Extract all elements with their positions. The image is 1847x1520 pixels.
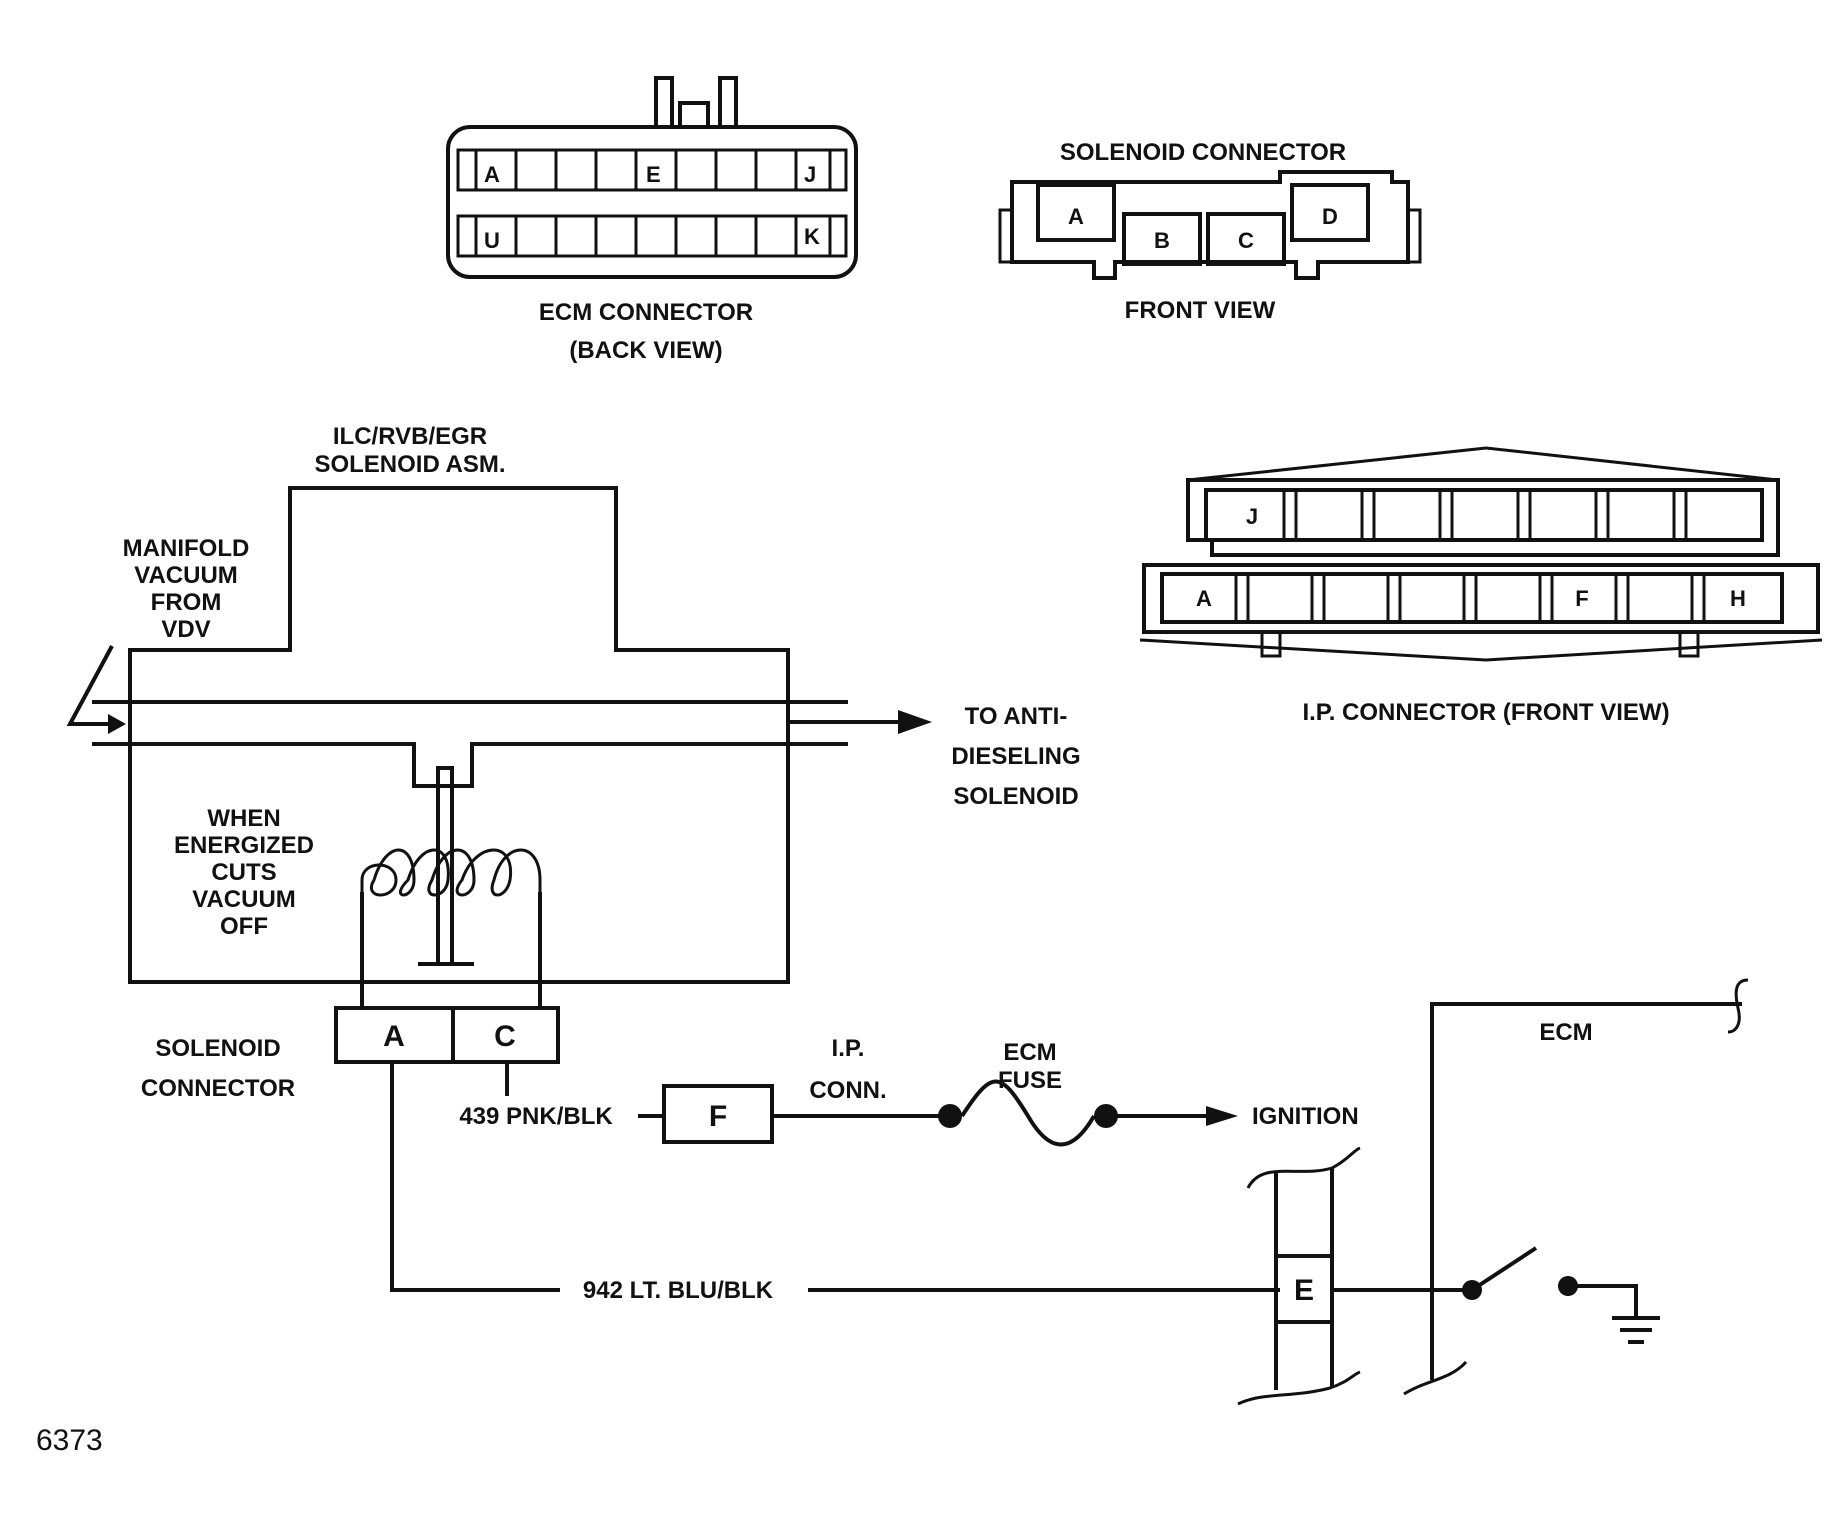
- ecm-pin-j: J: [804, 162, 816, 187]
- ip-connector: J A F H I.P. CONNECTOR (FRONT VIEW): [1139, 446, 1823, 726]
- solenoid-connector-label-line2: CONNECTOR: [141, 1075, 295, 1102]
- outlet-label-line1: TO ANTI-: [965, 703, 1068, 730]
- ecm-connector-label: ECM CONNECTOR: [539, 299, 753, 326]
- ecm-pin-u: U: [484, 228, 500, 253]
- solenoid-view-pin-a: A: [1068, 204, 1084, 229]
- vacuum-label-line2: VACUUM: [134, 562, 238, 589]
- solenoid-pin-c: C: [494, 1020, 516, 1053]
- ecm-pin-a: A: [484, 162, 500, 187]
- outlet-label-line3: SOLENOID: [953, 783, 1078, 810]
- ecm-label: ECM: [1539, 1019, 1592, 1046]
- ip-pin-h: H: [1730, 586, 1746, 611]
- energized-label-line1: WHEN: [207, 805, 280, 832]
- energized-label-line2: ENERGIZED: [174, 832, 314, 859]
- ecm-pin-e-label: E: [1294, 1274, 1314, 1307]
- fuse-terminal-left: [938, 1104, 962, 1128]
- outlet-label-line2: DIESELING: [951, 743, 1080, 770]
- wiring: A C SOLENOID CONNECTOR 439 PNK/BLK F I.P…: [141, 978, 1749, 1406]
- wire-439-label: 439 PNK/BLK: [459, 1103, 613, 1130]
- fuse-label-line2: FUSE: [998, 1067, 1062, 1094]
- solenoid-view-pin-b: B: [1154, 228, 1170, 253]
- ignition-label: IGNITION: [1252, 1103, 1359, 1130]
- ip-conn-label-line1: I.P.: [832, 1035, 865, 1062]
- ip-conn-pin-f: F: [709, 1100, 727, 1133]
- solenoid-assembly-title-line2: SOLENOID ASM.: [314, 451, 505, 478]
- energized-label-line5: OFF: [220, 913, 268, 940]
- solenoid-connector-front-view-label: FRONT VIEW: [1125, 297, 1276, 324]
- energized-label-line3: CUTS: [211, 859, 276, 886]
- solenoid-connector-front-view: SOLENOID CONNECTOR A B C D FRONT VIEW: [998, 139, 1422, 324]
- solenoid-connector-label-line1: SOLENOID: [155, 1035, 280, 1062]
- ecm-pin-k: K: [804, 224, 820, 249]
- solenoid-pin-a: A: [383, 1020, 405, 1053]
- ip-pin-j: J: [1246, 504, 1258, 529]
- figure-number: 6373: [36, 1424, 103, 1457]
- fuse-symbol: [960, 1079, 1096, 1147]
- ground-icon: [1612, 1316, 1660, 1344]
- ecm-pin-e: E: [646, 162, 661, 187]
- ip-connector-label: I.P. CONNECTOR (FRONT VIEW): [1302, 699, 1669, 726]
- switch-arm: [1470, 1246, 1538, 1292]
- ecm-connector-sublabel: (BACK VIEW): [569, 337, 722, 364]
- solenoid-assembly-title-line1: ILC/RVB/EGR: [333, 423, 487, 450]
- ecm-connector: A E J U K ECM CONNECTOR (BACK VIEW): [446, 76, 858, 364]
- ip-pin-a: A: [1196, 586, 1212, 611]
- solenoid-connector-title: SOLENOID CONNECTOR: [1060, 139, 1346, 166]
- fuse-label-line1: ECM: [1003, 1039, 1056, 1066]
- solenoid-view-pin-c: C: [1238, 228, 1254, 253]
- vacuum-label-line3: FROM: [151, 589, 222, 616]
- vacuum-label-line1: MANIFOLD: [123, 535, 250, 562]
- vacuum-label-line4: VDV: [161, 616, 210, 643]
- solenoid-assembly: ILC/RVB/EGR SOLENOID ASM. MANIFOLD VACUU…: [66, 423, 1081, 1010]
- ignition-arrow: [1206, 1106, 1238, 1126]
- ip-pin-f: F: [1575, 586, 1588, 611]
- solenoid-view-pin-d: D: [1322, 204, 1338, 229]
- energized-label-line4: VACUUM: [192, 886, 296, 913]
- wire-942-label: 942 LT. BLU/BLK: [583, 1277, 774, 1304]
- ip-conn-label-line2: CONN.: [809, 1077, 886, 1104]
